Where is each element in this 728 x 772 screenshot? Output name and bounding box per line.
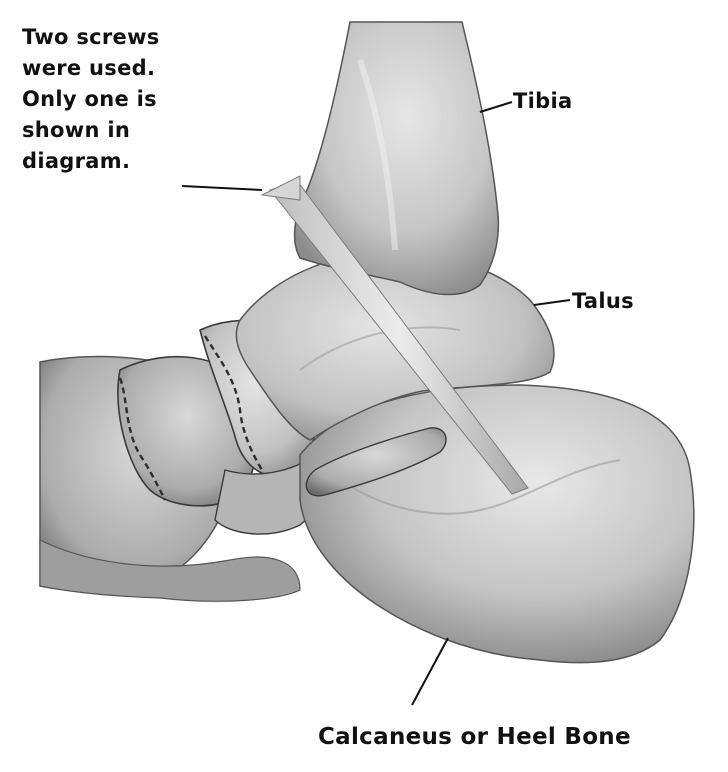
calcaneus-label: Calcaneus or Heel Bone bbox=[318, 722, 631, 753]
talus-leader-line bbox=[534, 300, 570, 305]
screw-note: Two screws were used. Only one is shown … bbox=[22, 22, 160, 177]
note-line: shown in bbox=[22, 115, 160, 146]
note-line: Two screws bbox=[22, 22, 160, 53]
note-leader-line bbox=[182, 186, 262, 190]
note-line: were used. bbox=[22, 53, 160, 84]
calcaneus-bone bbox=[300, 385, 694, 663]
tibia-leader-line bbox=[480, 102, 512, 112]
talus-label: Talus bbox=[572, 286, 634, 317]
tibia-label: Tibia bbox=[513, 86, 572, 117]
note-line: diagram. bbox=[22, 146, 160, 177]
calcaneus-leader-line bbox=[412, 638, 448, 705]
note-line: Only one is bbox=[22, 84, 160, 115]
